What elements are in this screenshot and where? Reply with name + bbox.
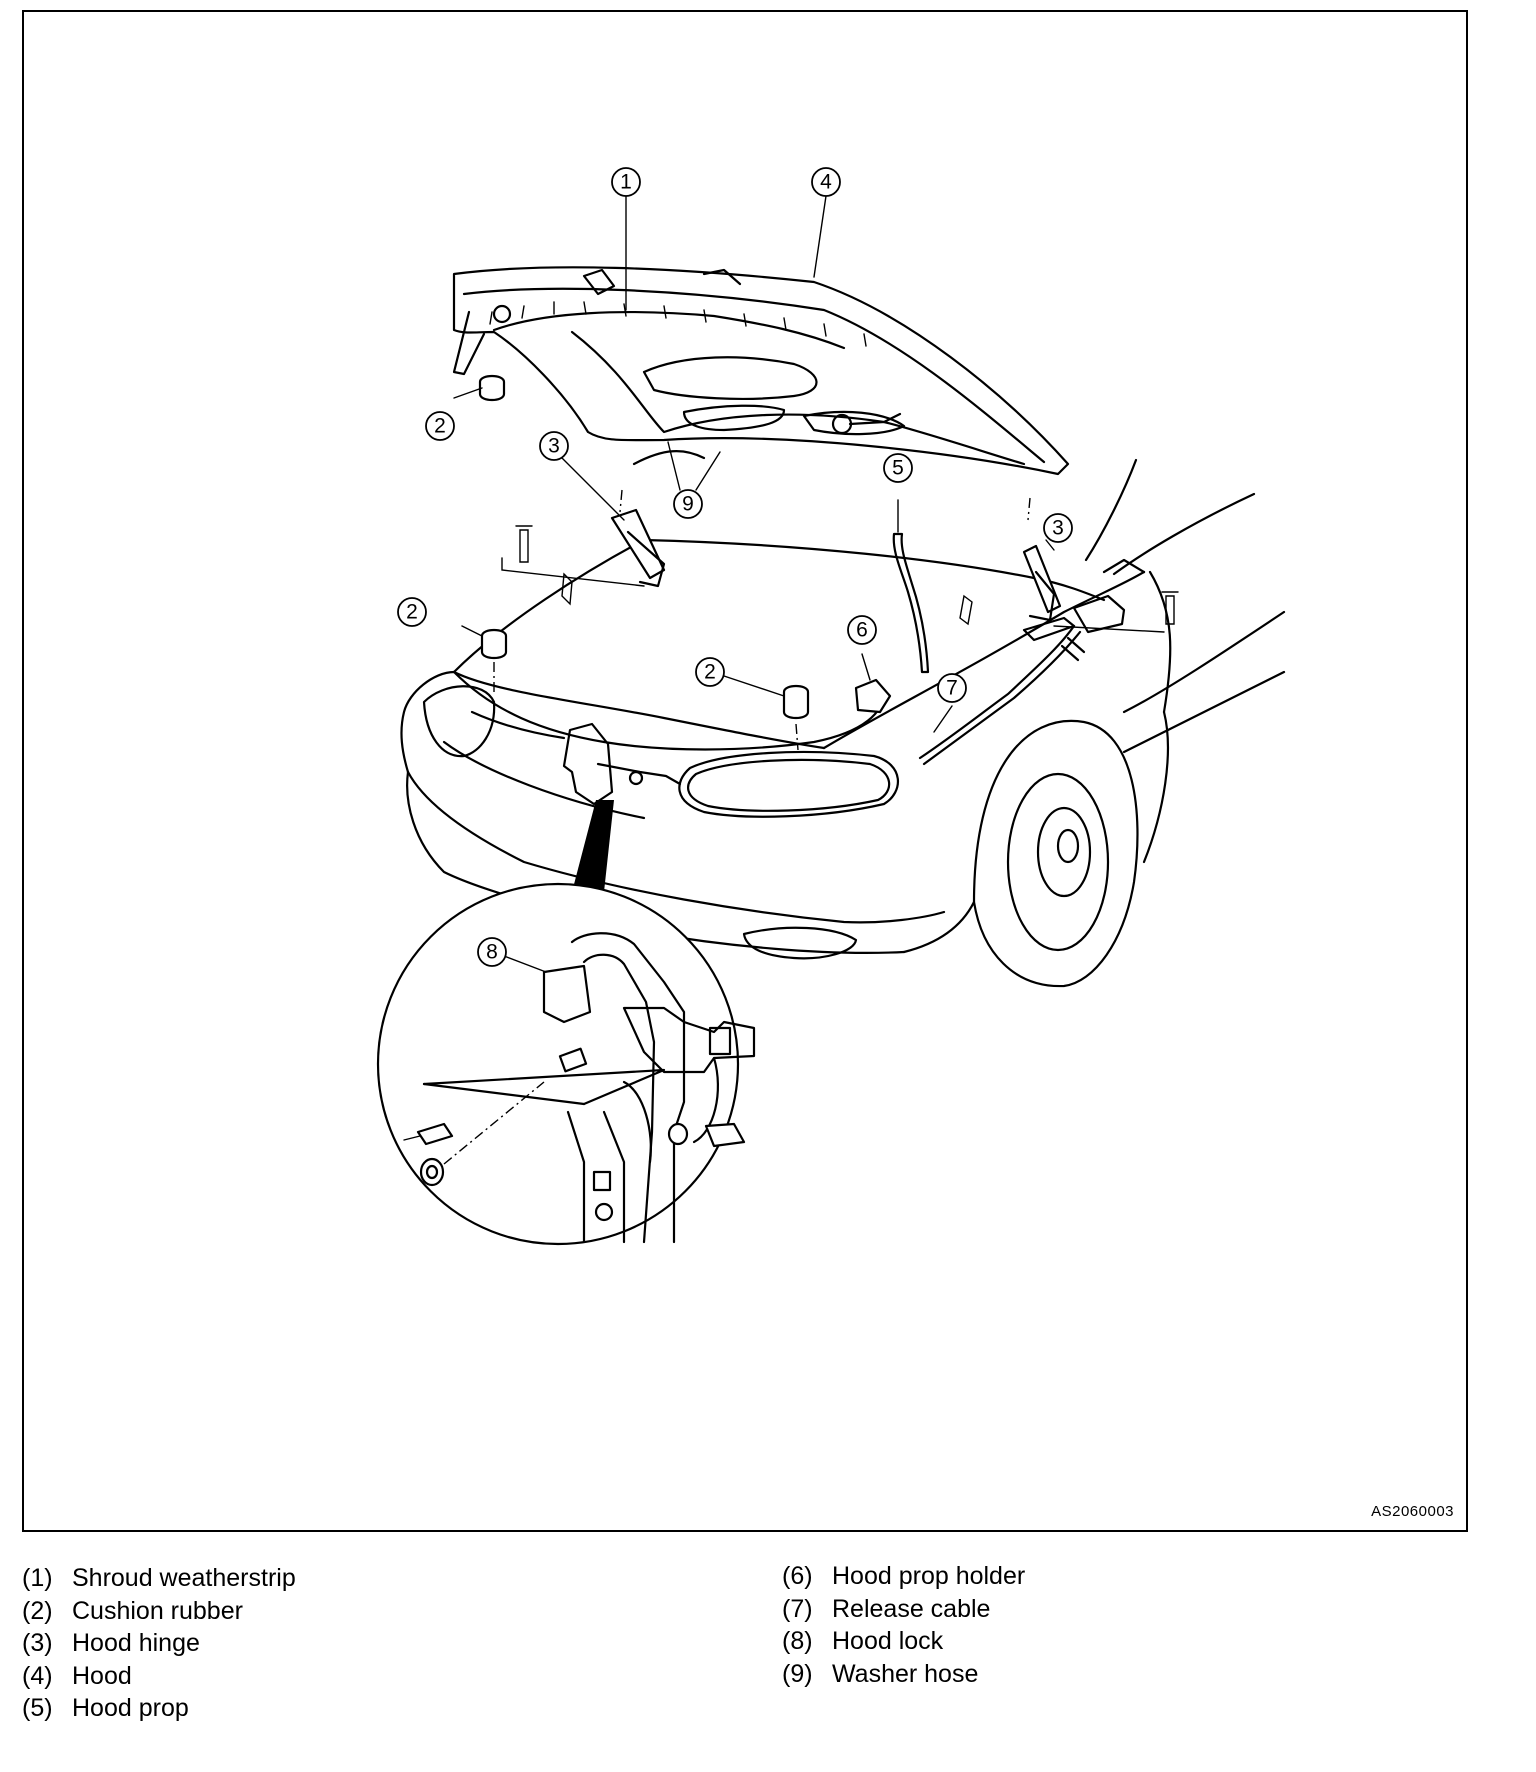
legend-number: (9) — [782, 1659, 813, 1688]
hood-drawing — [452, 266, 1070, 476]
callout-5: 5 — [883, 453, 913, 483]
legend-label: Washer hose — [832, 1659, 979, 1688]
legend-label: Hood — [72, 1661, 132, 1690]
figure-code: AS2060003 — [1371, 1503, 1454, 1520]
legend-item: (7) Release cable — [782, 1593, 1025, 1626]
callout-6: 6 — [847, 615, 877, 645]
hood-exploded-diagram: 1 4 2 3 9 5 3 2 — [376, 167, 1286, 1246]
legend-item: (2) Cushion rubber — [22, 1595, 296, 1628]
svg-text:3: 3 — [548, 435, 560, 458]
legend-number: (8) — [782, 1627, 813, 1655]
legend-label: Hood prop holder — [832, 1562, 1026, 1590]
legend-number: (4) — [22, 1661, 53, 1690]
legend-number: (7) — [782, 1594, 813, 1623]
svg-text:8: 8 — [486, 941, 498, 964]
legend-item: (6) Hood prop holder — [782, 1560, 1025, 1593]
legend-label: Shroud weatherstrip — [72, 1564, 296, 1592]
leader-lines — [453, 195, 1055, 973]
legend-label: Release cable — [832, 1594, 991, 1623]
svg-text:4: 4 — [820, 171, 832, 194]
svg-text:2: 2 — [434, 415, 446, 438]
callout-2-hood: 2 — [425, 411, 455, 441]
legend-right: (6) Hood prop holder (7) Release cable (… — [782, 1560, 1025, 1690]
legend-item: (5) Hood prop — [22, 1692, 296, 1725]
callout-3-left-hinge: 3 — [539, 431, 569, 461]
callout-4: 4 — [811, 167, 841, 197]
svg-text:2: 2 — [406, 601, 418, 624]
legend-left: (1) Shroud weatherstrip (2) Cushion rubb… — [22, 1562, 296, 1725]
callout-3-right-hinge: 3 — [1043, 513, 1073, 543]
svg-text:5: 5 — [892, 457, 904, 480]
car-body-drawing — [400, 458, 1286, 988]
legend-item: (8) Hood lock — [782, 1625, 1025, 1658]
figure-frame: 1 4 2 3 9 5 3 2 — [22, 10, 1468, 1532]
legend-item: (3) Hood hinge — [22, 1627, 296, 1660]
callout-9: 9 — [673, 489, 703, 519]
svg-text:1: 1 — [620, 171, 632, 194]
legend-number: (5) — [22, 1694, 53, 1722]
legend-item: (1) Shroud weatherstrip — [22, 1562, 296, 1595]
svg-text:6: 6 — [856, 619, 868, 642]
legend-label: Cushion rubber — [72, 1596, 243, 1625]
legend-item: (4) Hood — [22, 1660, 296, 1693]
legend-number: (1) — [22, 1564, 53, 1592]
legend-item: (9) Washer hose — [782, 1658, 1025, 1691]
hood-lock-detail — [376, 800, 756, 1246]
legend-number: (3) — [22, 1629, 53, 1657]
legend-number: (6) — [782, 1562, 813, 1590]
callout-7: 7 — [937, 673, 967, 703]
legend-number: (2) — [22, 1596, 53, 1625]
callout-2-left-cushion: 2 — [397, 597, 427, 627]
callout-2-center-cushion: 2 — [695, 657, 725, 687]
legend-label: Hood lock — [832, 1627, 944, 1655]
svg-text:2: 2 — [704, 661, 716, 684]
svg-text:9: 9 — [682, 493, 694, 516]
svg-text:7: 7 — [946, 677, 958, 700]
legend-label: Hood hinge — [72, 1629, 200, 1657]
components-drawing — [480, 489, 1179, 806]
callout-1: 1 — [611, 167, 641, 197]
callout-8: 8 — [477, 937, 507, 967]
svg-text:3: 3 — [1052, 517, 1064, 540]
legend-label: Hood prop — [72, 1694, 189, 1722]
